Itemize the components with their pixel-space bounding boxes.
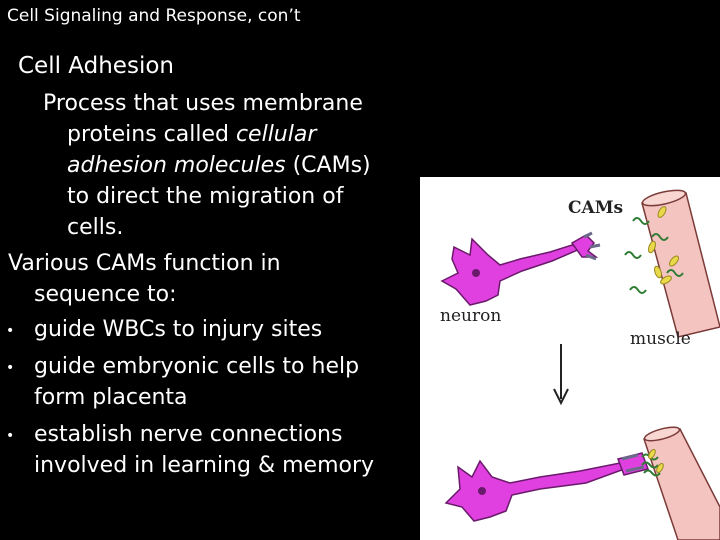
- definition-text: proteins called: [67, 122, 236, 147]
- section-heading: Cell Adhesion: [18, 53, 174, 79]
- cam-molecules-yellow: [648, 206, 679, 285]
- muscle-fiber-top: [641, 189, 720, 338]
- definition-term-italic: adhesion molecules: [67, 153, 286, 178]
- definition-term-italic: cellular: [235, 122, 317, 147]
- bullet-item-3-line-2: involved in learning & memory: [34, 453, 375, 478]
- cam-diagram-svg: CAMs neuron muscle: [440, 189, 720, 540]
- bullet-item-2-line-2: form placenta: [34, 385, 188, 410]
- bullet-item-1-line-1: guide WBCs to injury sites: [34, 317, 323, 342]
- slide-title: Cell Signaling and Response, con’t: [7, 6, 301, 26]
- definition-line-1: Process that uses membrane: [43, 91, 363, 116]
- bullet-item-3-line-1: establish nerve connections: [34, 422, 343, 447]
- cam-molecules-top: [624, 217, 684, 294]
- muscle-fiber-bottom: [643, 426, 720, 540]
- neuron-label: neuron: [440, 306, 501, 326]
- muscle-label: muscle: [630, 329, 691, 349]
- definition-line-3: adhesion molecules (CAMs): [67, 153, 371, 178]
- bullet-marker: •: [6, 360, 15, 376]
- definition-line-4: to direct the migration of: [67, 184, 344, 209]
- down-arrow-icon: [553, 344, 569, 406]
- definition-text: (CAMs): [285, 153, 371, 178]
- bullet-item-2-line-1: guide embryonic cells to help: [34, 354, 360, 379]
- definition-line-2: proteins called cellular: [67, 122, 316, 147]
- cam-diagram: CAMs neuron muscle: [420, 177, 720, 540]
- bullet-marker: •: [6, 428, 15, 444]
- intro-line-1: Various CAMs function in: [8, 251, 281, 276]
- neuron-top: [440, 231, 601, 306]
- intro-line-2: sequence to:: [34, 282, 177, 307]
- cams-label: CAMs: [568, 198, 623, 218]
- bullet-marker: •: [6, 323, 15, 339]
- cam-molecules-bottom-yellow: [648, 448, 664, 474]
- neuron-bottom: [444, 452, 649, 522]
- definition-line-5: cells.: [67, 215, 124, 240]
